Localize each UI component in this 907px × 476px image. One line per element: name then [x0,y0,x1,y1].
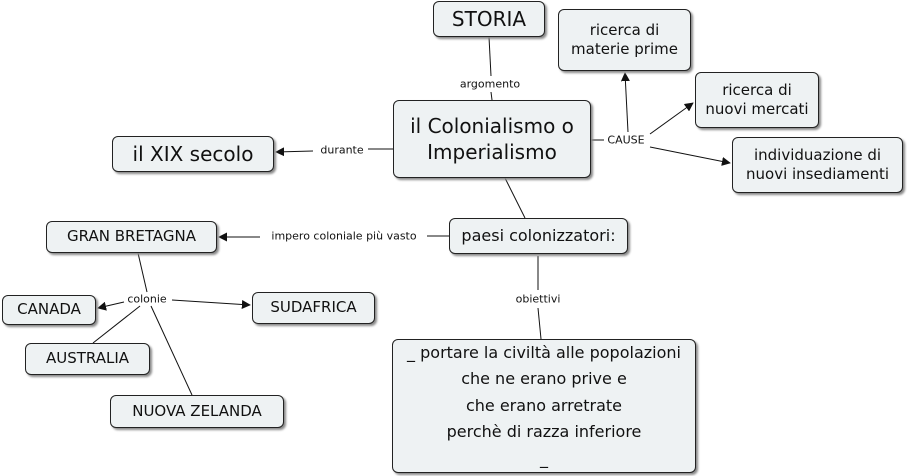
arrow-cause-materie [620,72,630,133]
concept-label-line-1: individuazione di [753,145,882,164]
concept-label-line-2: nuovi mercati [705,100,809,118]
concept-gran-bretagna[interactable]: GRAN BRETAGNA [46,221,217,253]
line-argomento-colonialismo [490,91,493,101]
concept-line-1: _ portare la civiltà alle popolazioni [407,343,681,363]
link-label-cause: CAUSE [605,133,647,147]
line-colonialismo-paesi [504,177,526,219]
arrow-colonie-sudafrica [171,299,251,309]
line-obiettivi-box [537,307,542,340]
link-label-colonie: colonie [125,292,169,306]
concept-nuovi-insediamenti[interactable]: individuazione di nuovi insediamenti [732,137,903,193]
concept-label: GRAN BRETAGNA [67,227,196,246]
concept-label-line-1: ricerca di [589,20,660,39]
concept-line-4: perchè di razza inferiore [446,422,642,442]
concept-label-line-1: il Colonialismo o [410,114,574,138]
link-label-argomento: argomento [457,77,523,91]
concept-label: ricerca di nuovi mercati [705,81,808,120]
concept-obiettivi-civilta[interactable]: _ portare la civiltà alle popolazioni ch… [392,339,696,473]
concept-line-3: che erano arretrate [465,395,623,415]
concept-canada[interactable]: CANADA [2,295,96,325]
concept-label: il XIX secolo [132,142,254,166]
concept-label-line-2: materie prime [571,40,678,58]
concept-australia[interactable]: AUSTRALIA [25,343,150,375]
concept-label: individuazione di nuovi insediamenti [746,146,889,185]
arrow-durante-secolo [275,147,314,157]
concept-label: paesi colonizzatori: [461,225,616,245]
arrow-cause-insediamenti [649,146,731,166]
concept-label-line-2: nuovi insediamenti [746,165,889,183]
link-label-durante: durante [318,143,366,157]
concept-nuova-zelanda[interactable]: NUOVA ZELANDA [110,395,284,428]
arrow-cause-mercati [649,102,694,135]
concept-label: AUSTRALIA [45,349,130,368]
concept-label: CANADA [17,300,81,319]
concept-sudafrica[interactable]: SUDAFRICA [252,292,375,324]
concept-xix-secolo[interactable]: il XIX secolo [112,136,274,172]
line-colonie-australia [92,305,141,344]
concept-line-2: che ne erano prive e [461,369,627,389]
concept-label: NUOVA ZELANDA [132,401,262,420]
concept-label: il Colonialismo o Imperialismo [410,113,574,165]
concept-label: SUDAFRICA [270,298,357,317]
concept-paesi-colonizzatori[interactable]: paesi colonizzatori: [449,218,628,254]
concept-storia[interactable]: STORIA [433,1,545,37]
concept-label-line-2: Imperialismo [427,140,557,164]
concept-nuovi-mercati[interactable]: ricerca di nuovi mercati [695,72,819,128]
link-label-impero: impero coloniale più vasto [269,229,419,243]
concept-line-5: _ [540,448,548,468]
concept-label: STORIA [451,7,527,31]
concept-colonialismo[interactable]: il Colonialismo o Imperialismo [393,100,591,178]
line-storia-argomento [488,36,492,77]
link-label-obiettivi: obiettivi [513,292,563,306]
concept-label: ricerca di materie prime [571,21,678,60]
concept-materie-prime[interactable]: ricerca di materie prime [558,9,691,71]
concept-label-line-1: ricerca di [722,80,792,99]
line-gb-colonie [137,252,148,293]
arrow-colonie-canada [97,301,125,311]
line-colonie-nuova-zelanda [150,305,193,396]
